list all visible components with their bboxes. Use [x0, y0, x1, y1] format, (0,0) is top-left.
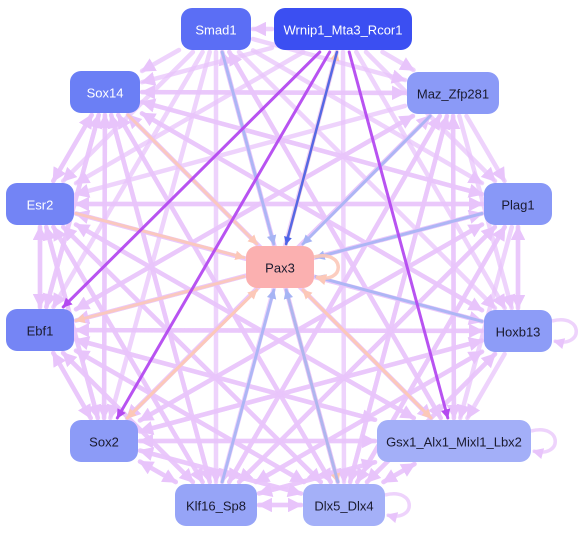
- edge-wrnip1-to-ebf1: [61, 50, 322, 309]
- node-hoxb13[interactable]: Hoxb13: [484, 310, 552, 352]
- edge-pax3-to-ebf1: [74, 274, 246, 324]
- edge-wrnip1-to-esr2: [73, 49, 306, 186]
- edge-gsx1-to-esr2: [73, 222, 417, 421]
- edge-klf16-to-maz: [226, 113, 443, 485]
- node-maz[interactable]: Maz_Zfp281: [407, 72, 499, 114]
- node-label: Maz_Zfp281: [417, 87, 489, 102]
- self-loop-pax3: [313, 254, 340, 285]
- edge-maz-to-plag1: [464, 113, 507, 184]
- node-esr2[interactable]: Esr2: [6, 183, 74, 225]
- node-label: Esr2: [27, 198, 54, 213]
- node-box: [377, 420, 531, 462]
- edge-klf16-to-esr2: [51, 224, 205, 485]
- edge-hoxb13-to-ebf1: [73, 322, 485, 338]
- self-loop-gsx1: [530, 428, 557, 459]
- edge-wrnip1-to-maz: [380, 49, 416, 73]
- node-dlx5[interactable]: Dlx5_Dlx4: [303, 484, 385, 526]
- node-box: [181, 8, 251, 50]
- edge-wrnip1-to-sox14: [139, 45, 275, 86]
- node-label: Gsx1_Alx1_Mixl1_Lbx2: [386, 435, 522, 450]
- node-box: [70, 71, 140, 113]
- edge-sox2-to-plag1: [137, 222, 485, 423]
- edge-hoxb13-to-gsx1: [465, 351, 507, 421]
- edge-smad1-to-pax3: [220, 50, 277, 246]
- edge-smad1-to-sox14: [139, 47, 182, 74]
- edge-esr2-to-pax3: [74, 211, 246, 261]
- node-gsx1[interactable]: Gsx1_Alx1_Mixl1_Lbx2: [377, 420, 531, 462]
- node-label: Hoxb13: [496, 325, 541, 340]
- node-box: [303, 484, 385, 526]
- node-label: Wrnip1_Mta3_Rcor1: [284, 23, 403, 38]
- edge-sox2-to-ebf1: [51, 350, 93, 421]
- edge-maz-to-pax3: [301, 114, 432, 246]
- edge-dlx5-to-sox2: [137, 446, 304, 496]
- self-loop-hoxb13: [551, 318, 578, 349]
- edge-hoxb13-to-pax3: [314, 274, 484, 323]
- node-klf16[interactable]: Klf16_Sp8: [175, 484, 257, 526]
- edge-wrnip1-to-gsx1: [347, 50, 451, 420]
- edge-esr2-to-sox14: [51, 112, 94, 184]
- edge-klf16-to-sox2: [137, 459, 179, 485]
- node-smad1[interactable]: Smad1: [181, 8, 251, 50]
- node-label: Smad1: [195, 23, 236, 38]
- node-ebf1[interactable]: Ebf1: [6, 309, 74, 351]
- edge-dlx5-to-gsx1: [381, 461, 417, 485]
- node-box: [484, 310, 552, 352]
- edge-wrnip1-to-sox2: [115, 50, 332, 420]
- edge-ebf1-to-maz: [73, 113, 416, 312]
- edge-maz-to-sox14: [139, 84, 408, 100]
- edge-pax3-to-gsx1: [301, 288, 433, 420]
- edge-dlx5-to-pax3: [283, 288, 340, 484]
- edge-hoxb13-to-sox14: [139, 111, 485, 313]
- node-sox14[interactable]: Sox14: [70, 71, 140, 113]
- node-label: Ebf1: [27, 324, 54, 339]
- node-box: [175, 484, 257, 526]
- node-box: [407, 72, 499, 114]
- node-box: [6, 309, 74, 351]
- edge-klf16-to-pax3: [220, 288, 277, 484]
- edge-pax3-to-sox2: [125, 288, 259, 420]
- edge-gsx1-to-smad1: [227, 49, 443, 421]
- node-box: [484, 183, 552, 225]
- node-label: Plag1: [501, 198, 534, 213]
- node-label: Klf16_Sp8: [186, 499, 246, 514]
- node-box: [70, 420, 138, 462]
- node-label: Dlx5_Dlx4: [314, 499, 373, 514]
- self-loop-dlx5: [384, 492, 411, 523]
- node-label: Pax3: [265, 261, 295, 276]
- edge-dlx5-to-ebf1: [73, 348, 307, 485]
- node-label: Sox14: [87, 86, 124, 101]
- node-sox2[interactable]: Sox2: [70, 420, 138, 462]
- edge-wrnip1-to-pax3: [284, 50, 339, 246]
- node-label: Sox2: [89, 435, 119, 450]
- node-wrnip1[interactable]: Wrnip1_Mta3_Rcor1: [274, 8, 412, 50]
- node-plag1[interactable]: Plag1: [484, 183, 552, 225]
- node-box: [6, 183, 74, 225]
- node-box: [246, 246, 314, 288]
- edge-wrnip1-to-dlx5: [336, 49, 352, 485]
- node-pax3[interactable]: Pax3: [246, 246, 314, 288]
- node-box: [274, 8, 412, 50]
- edge-dlx5-to-sox14: [116, 112, 333, 485]
